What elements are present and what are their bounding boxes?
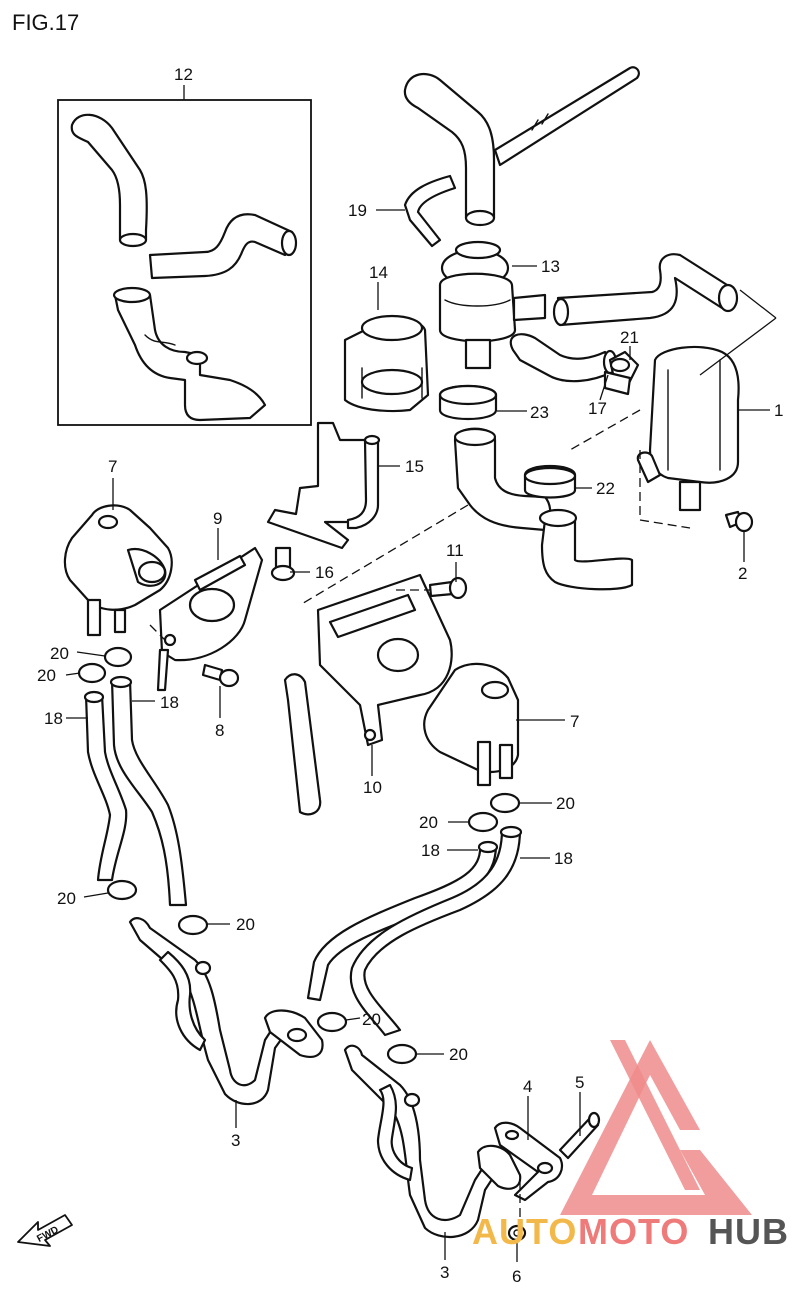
fwd-arrow-icon: FWD [17, 1214, 73, 1247]
callout-15: 15 [405, 457, 424, 476]
callout-19: 19 [348, 201, 367, 220]
top-hoses [403, 66, 640, 248]
leader-lines [65, 209, 770, 1262]
callout-20-b: 20 [37, 666, 56, 685]
watermark-moto: MOTO [578, 1211, 689, 1252]
bracket-4 [493, 1121, 564, 1202]
figure-title: FIG.17 [12, 10, 79, 35]
callout-3-right: 3 [440, 1263, 449, 1282]
callout-14: 14 [369, 263, 388, 282]
callout-5: 5 [575, 1073, 584, 1092]
callout-23: 23 [530, 403, 549, 422]
bracket-14 [343, 314, 430, 413]
pipe-3-right [343, 1044, 522, 1239]
watermark: AUTO MOTO HUB [472, 1040, 789, 1252]
callout-18-c: 18 [421, 841, 440, 860]
callout-9: 9 [213, 509, 222, 528]
left-hoses-18 [83, 675, 188, 907]
bolt-8 [201, 663, 240, 688]
pump-right [423, 662, 520, 787]
callout-20-f: 20 [236, 915, 255, 934]
right-hoses-18 [306, 825, 523, 1037]
callout-20-g: 20 [362, 1010, 381, 1029]
callout-20-a: 20 [50, 644, 69, 663]
bracket-10 [283, 573, 453, 816]
callout-10: 10 [363, 778, 382, 797]
reed-valve [438, 240, 547, 370]
callout-4: 4 [523, 1077, 532, 1096]
nut-6 [507, 1224, 527, 1242]
screw-2 [724, 510, 754, 533]
pipe-3-left [128, 917, 324, 1106]
callout-2: 2 [738, 564, 747, 583]
callout-7-right: 7 [570, 712, 579, 731]
callout-3-left: 3 [231, 1131, 240, 1150]
callout-18-b: 18 [44, 709, 63, 728]
watermark-auto: AUTO [472, 1211, 577, 1252]
pump-left [63, 504, 173, 637]
callout-13: 13 [541, 257, 560, 276]
callout-1: 1 [774, 401, 783, 420]
callout-22: 22 [596, 479, 615, 498]
callout-16: 16 [315, 563, 334, 582]
air-filter [603, 345, 740, 512]
clamps-20 [77, 357, 631, 1065]
callout-18-a: 18 [160, 693, 179, 712]
callout-8: 8 [215, 721, 224, 740]
callout-21: 21 [620, 328, 639, 347]
bracket-15 [266, 421, 381, 550]
callout-11: 11 [446, 541, 464, 560]
callout-12: 12 [174, 65, 193, 84]
callout-7-left: 7 [108, 457, 117, 476]
callout-20-h: 20 [449, 1045, 468, 1064]
bolt-16 [270, 546, 296, 582]
hose-kit-box [57, 85, 312, 426]
callout-20-e: 20 [57, 889, 76, 908]
assembly-lines [149, 289, 777, 1230]
bolt-11 [428, 576, 468, 600]
callout-18-d: 18 [554, 849, 573, 868]
gasket-plate-9 [156, 546, 264, 692]
callout-6: 6 [512, 1267, 521, 1286]
fwd-label: FWD [35, 1224, 60, 1244]
callout-20-c: 20 [556, 794, 575, 813]
watermark-logo-icon [560, 1040, 752, 1215]
middle-hoses [438, 384, 634, 591]
callout-20-d: 20 [419, 813, 438, 832]
watermark-hub: HUB [708, 1211, 789, 1252]
callout-17: 17 [588, 399, 607, 418]
callout-labels: 12 19 13 14 21 17 1 23 15 22 7 9 11 16 2… [37, 65, 783, 1286]
